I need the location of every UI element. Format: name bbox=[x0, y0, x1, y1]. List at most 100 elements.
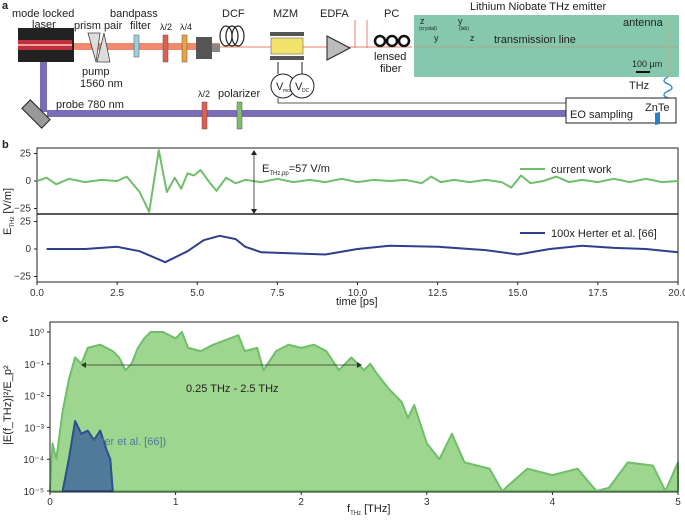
halfwave-plate-icon bbox=[162, 34, 169, 63]
scale-bar-label: 100 µm bbox=[632, 59, 662, 69]
x-tick-label: 0.0 bbox=[30, 288, 44, 299]
pump-beam bbox=[60, 43, 220, 50]
spectrum-area-0 bbox=[49, 331, 679, 492]
pump-wavelength: 1560 nm bbox=[80, 78, 123, 90]
y-tick-label: 10⁻² bbox=[24, 392, 44, 403]
panel-a-setup-diagram: a mode locked laser prism pair bandpass … bbox=[2, 0, 679, 130]
panel-a-label: a bbox=[2, 0, 9, 12]
pump-label: pump bbox=[82, 66, 110, 78]
x-tick-label: 2 bbox=[298, 497, 304, 508]
spectrum-area-1 bbox=[61, 420, 114, 492]
vmod-sub: mod bbox=[283, 88, 293, 94]
panel-b-label: b bbox=[2, 139, 9, 151]
lab-axis-label: (lab) bbox=[459, 26, 469, 32]
probe-beam-vertical bbox=[40, 60, 47, 112]
lithium-niobate-chip bbox=[414, 15, 679, 77]
x-tick-label: 4 bbox=[550, 497, 556, 508]
antenna-label: antenna bbox=[623, 17, 664, 29]
transmission-line-label: transmission line bbox=[494, 34, 576, 46]
y-tick-label: −25 bbox=[14, 204, 31, 215]
x-tick-label: 12.5 bbox=[428, 288, 448, 299]
lab-z: z bbox=[470, 33, 475, 43]
prism-label: prism pair bbox=[74, 20, 123, 32]
x-tick-label: 5.0 bbox=[190, 288, 204, 299]
x-tick-label: 15.0 bbox=[508, 288, 528, 299]
znte-crystal-icon bbox=[655, 112, 660, 125]
laser-label: mode locked bbox=[12, 8, 74, 20]
panel-c-xlabel: fTHz [THz] bbox=[347, 503, 390, 517]
probe-label: probe 780 nm bbox=[56, 99, 124, 111]
vdc-label: V bbox=[295, 81, 303, 93]
vmod-label: V bbox=[276, 81, 284, 93]
probe-halfwave-label: λ/2 bbox=[198, 89, 210, 99]
thz-wave-icon bbox=[663, 76, 673, 99]
x-tick-label: 0 bbox=[47, 497, 53, 508]
fiber-coupler-icon bbox=[196, 37, 212, 59]
x-tick-label: 17.5 bbox=[588, 288, 608, 299]
x-tick-label: 2.5 bbox=[110, 288, 124, 299]
lab-y: y bbox=[458, 16, 463, 26]
vdc-sub: DC bbox=[302, 88, 310, 94]
laser-label-2: laser bbox=[32, 19, 56, 31]
y-tick-label: 10⁰ bbox=[29, 328, 44, 339]
x-tick-label: 3 bbox=[424, 497, 430, 508]
bandpass-label: bandpass bbox=[110, 8, 158, 20]
edfa-label: EDFA bbox=[320, 8, 349, 20]
mzm-label: MZM bbox=[273, 8, 298, 20]
y-tick-label: −25 bbox=[14, 272, 31, 283]
znte-label: ZnTe bbox=[645, 102, 669, 114]
scale-bar bbox=[636, 71, 650, 73]
probe-beam bbox=[47, 110, 567, 117]
thz-label: THz bbox=[629, 80, 649, 92]
y-tick-label: 10⁻³ bbox=[24, 423, 44, 434]
polarizer-icon bbox=[236, 101, 243, 130]
pc-label: PC bbox=[384, 8, 399, 20]
panel-b-ylabel: ETHz [V/m] bbox=[2, 188, 16, 235]
fiber-label: fiber bbox=[380, 63, 402, 75]
y-tick-label: 25 bbox=[20, 217, 32, 228]
panel-c-frame bbox=[49, 321, 679, 493]
crystal-y: y bbox=[434, 33, 439, 43]
halfwave-label: λ/2 bbox=[160, 22, 172, 32]
lensed-label: lensed bbox=[374, 51, 406, 63]
trigger-line bbox=[277, 98, 570, 104]
x-tick-label: 7.5 bbox=[270, 288, 284, 299]
dcf-label: DCF bbox=[222, 8, 245, 20]
emitter-title: Lithium Niobate THz emitter bbox=[470, 1, 606, 13]
x-tick-label: 5 bbox=[675, 497, 681, 508]
panel-b-time-traces: b 0.0 2.5 5.0 7.5 10.0 12.5 15.0 17.5 20.0 25 0 −25… bbox=[2, 139, 685, 308]
panel-c-spectrum: c 0 1 2 3 4 5 10⁰ 10⁻¹ 10⁻² 10⁻³ 10⁻⁴ 10⁻⁵ 0.25 THz… bbox=[2, 313, 681, 517]
polarizer-label: polarizer bbox=[218, 88, 261, 100]
mzm-icon bbox=[270, 32, 304, 36]
y-tick-label: 0 bbox=[25, 176, 31, 187]
dcf-coil-icon bbox=[219, 25, 245, 47]
edfa-icon bbox=[326, 35, 352, 61]
legend-herter: 100x Herter et al. [66] bbox=[551, 228, 657, 240]
herter-spectrum-label: (Herter et al. [66]) bbox=[80, 436, 166, 448]
y-tick-label: 10⁻⁵ bbox=[23, 487, 44, 498]
peak-to-peak-annotation: ETHz,pp=57 V/m bbox=[262, 163, 330, 177]
x-tick-label: 10.0 bbox=[348, 288, 368, 299]
filter-label: filter bbox=[130, 20, 151, 32]
x-tick-label: 1 bbox=[173, 497, 179, 508]
eo-sampling-label: EO sampling bbox=[570, 109, 633, 121]
prism-icon bbox=[87, 32, 101, 63]
y-tick-label: 0 bbox=[25, 244, 31, 255]
panel-c-label: c bbox=[2, 313, 8, 325]
series-line-1 bbox=[46, 234, 679, 264]
probe-halfwave-icon bbox=[201, 101, 208, 130]
crystal-axis-label: (crystal) bbox=[419, 26, 437, 32]
x-tick-label: 20.0 bbox=[668, 288, 685, 299]
crystal-z: z bbox=[420, 16, 425, 26]
y-tick-label: 10⁻¹ bbox=[24, 360, 44, 371]
panel-c-ylabel: |E(f_THz)|²/E_p² bbox=[2, 365, 14, 445]
y-tick-label: 10⁻⁴ bbox=[23, 455, 44, 466]
legend-current-work: current work bbox=[551, 164, 612, 176]
mirror-icon bbox=[21, 99, 51, 129]
bandwidth-annotation: 0.25 THz - 2.5 THz bbox=[186, 383, 279, 395]
quarterwave-label: λ/4 bbox=[180, 22, 192, 32]
bandpass-filter-icon bbox=[133, 34, 140, 58]
panel-b-xlabel: time [ps] bbox=[336, 296, 378, 308]
quarterwave-plate-icon bbox=[181, 34, 188, 63]
